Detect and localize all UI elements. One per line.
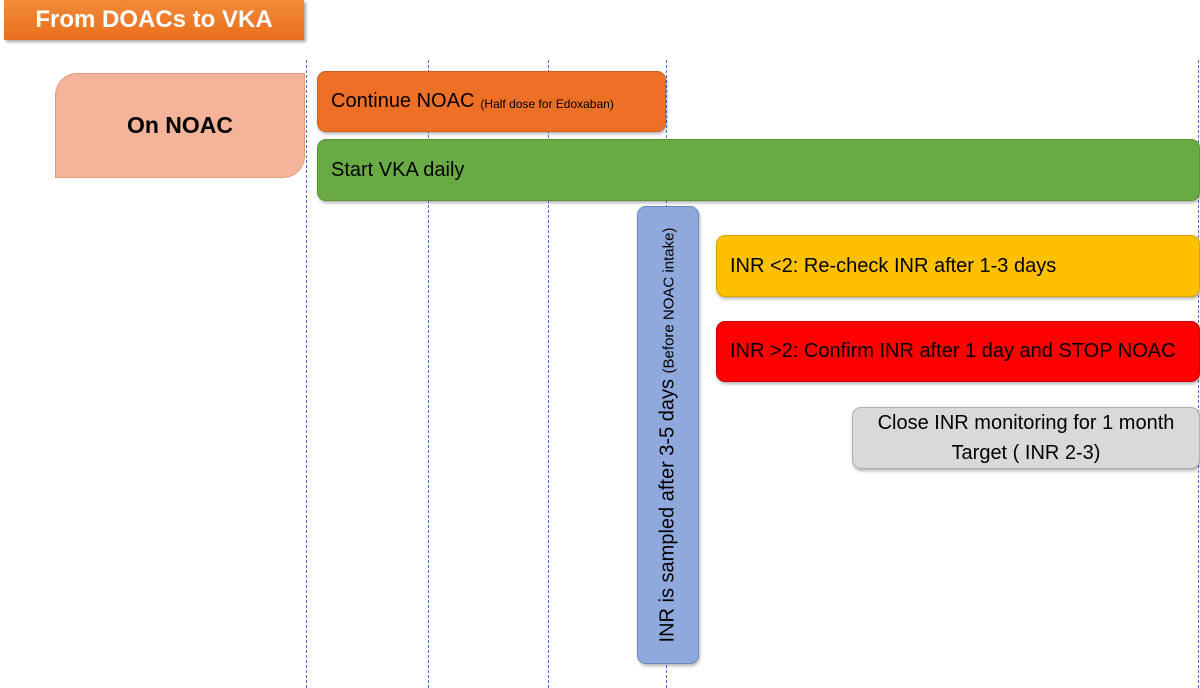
inr-sampled-bar: INR is sampled after 3-5 days (Before NO…: [637, 206, 699, 664]
monitoring-line1: Close INR monitoring for 1 month: [877, 412, 1175, 434]
timeline-divider-3: [548, 60, 549, 688]
inr-sampled-text: INR is sampled after 3-5 days (Before NO…: [657, 228, 680, 643]
inr-low-box: INR <2: Re-check INR after 1-3 days: [716, 235, 1200, 297]
on-noac-label: On NOAC: [126, 112, 234, 138]
start-vka-bar: Start VKA daily: [317, 139, 1200, 201]
diagram-title: From DOACs to VKA: [4, 0, 304, 40]
inr-sampled-label: INR is sampled after 3-5 days: [656, 379, 679, 643]
continue-noac-label: Continue NOAC: [331, 90, 475, 112]
monitoring-box: Close INR monitoring for 1 month Target …: [852, 407, 1200, 469]
monitoring-line2: Target ( INR 2-3): [951, 442, 1101, 464]
timeline-divider-2: [428, 60, 429, 688]
start-vka-label: Start VKA daily: [331, 158, 465, 181]
continue-noac-note: (Half dose for Edoxaban): [480, 96, 614, 111]
inr-low-label: INR <2: Re-check INR after 1-3 days: [730, 254, 1057, 277]
inr-sampled-note: (Before NOAC intake): [660, 227, 678, 374]
inr-high-label: INR >2: Confirm INR after 1 day and STOP…: [730, 340, 1176, 362]
inr-high-box: INR >2: Confirm INR after 1 day and STOP…: [716, 321, 1200, 382]
continue-noac-bar: Continue NOAC (Half dose for Edoxaban): [317, 71, 666, 132]
timeline-divider-1: [306, 60, 307, 688]
on-noac-box: On NOAC: [55, 73, 305, 178]
